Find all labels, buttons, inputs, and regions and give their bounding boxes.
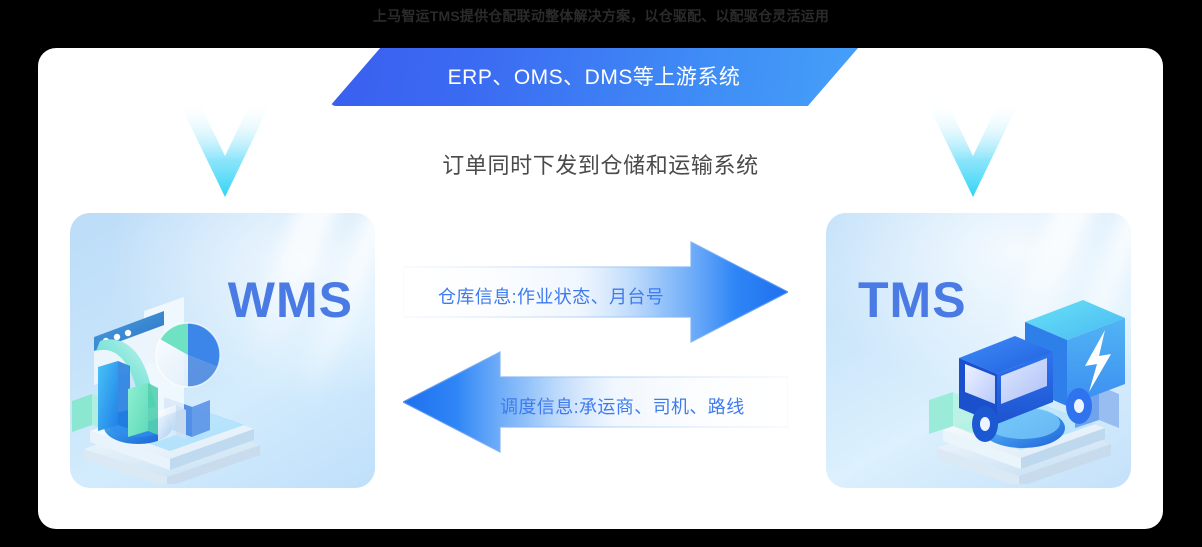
down-chevron-left-icon	[178, 100, 272, 197]
flow-arrow-right-icon	[403, 240, 788, 344]
system-card-wms-title: WMS	[227, 272, 353, 328]
diagram-panel: ERP、OMS、DMS等上游系统	[38, 48, 1163, 529]
system-card-wms[interactable]: WMS	[70, 213, 375, 488]
warehouse-analytics-3d-icon	[72, 279, 272, 484]
delivery-truck-3d-icon	[919, 284, 1129, 484]
flow-arrow-left-icon	[403, 350, 788, 454]
flow-label-wms-to-tms: 仓库信息:作业状态、月台号	[438, 287, 665, 307]
system-card-tms[interactable]: TMS	[826, 213, 1131, 488]
down-chevron-right-icon	[926, 100, 1020, 197]
page-caption: 上马智运TMS提供仓配联动整体解决方案，以仓驱配、以配驱仓灵活运用	[372, 8, 830, 24]
system-card-tms-title: TMS	[858, 272, 967, 328]
flow-label-tms-to-wms: 调度信息:承运商、司机、路线	[500, 397, 745, 417]
upstream-systems-banner: ERP、OMS、DMS等上游系统	[330, 48, 858, 106]
sub-headline: 订单同时下发到仓储和运输系统	[442, 153, 759, 178]
upstream-systems-banner-label: ERP、OMS、DMS等上游系统	[447, 66, 741, 89]
